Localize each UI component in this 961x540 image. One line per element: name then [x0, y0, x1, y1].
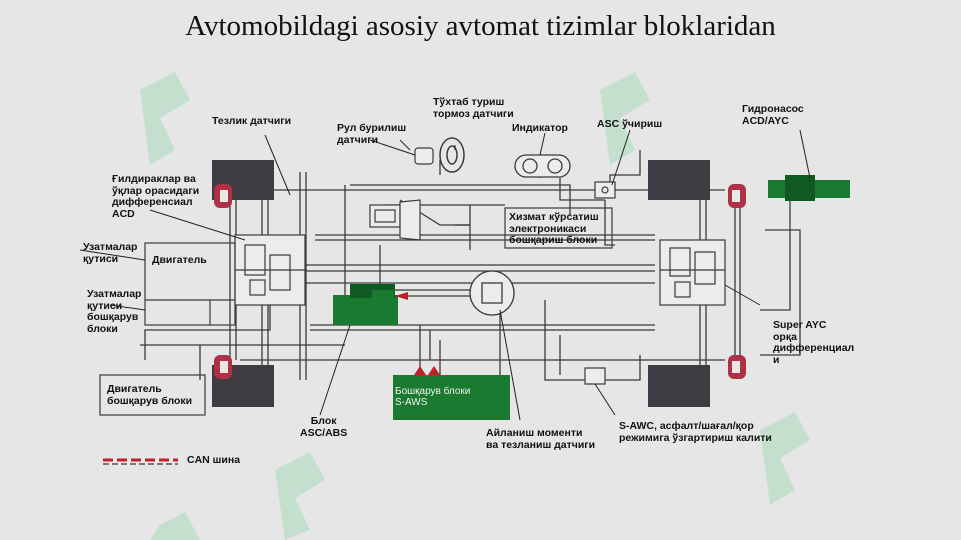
- asc-abs-label-line1: Блок: [310, 415, 337, 427]
- front-left-wheel: [212, 160, 274, 208]
- leader-lines: [79, 129, 811, 421]
- saws-control-unit: [393, 366, 510, 420]
- steering-sensor: [399, 139, 434, 165]
- acd-label-line2: ўқлар орасидаги: [112, 184, 200, 197]
- gearbox-control-label-line4: блоки: [87, 322, 118, 335]
- indicator-label: Индикатор: [512, 122, 568, 134]
- rear-right-wheel: [648, 355, 746, 407]
- front-right-wheel: [212, 355, 274, 407]
- yaw-sensor: [469, 270, 515, 316]
- saws-control-unit-label-line1: Бошқарув блоки: [395, 386, 471, 397]
- gearbox-label-line2: қутиси: [83, 252, 119, 265]
- saws-mode-switch: [584, 367, 606, 385]
- gearbox-control-label: Узатмалар қутиси бошқарув блоки: [87, 288, 142, 335]
- service-ecu-label-line2: электроникаси: [509, 222, 587, 235]
- saws-switch-label-line2: режимига ўзгартириш калити: [619, 431, 772, 444]
- service-ecu-label: Хизмат кўрсатиш электроникаси бошқариш б…: [509, 211, 599, 247]
- front-differential: [234, 234, 306, 306]
- hydraulic-pump-label: Гидронасос ACD/AYC: [742, 103, 804, 127]
- super-ayc-label-line1: Super AYC: [773, 319, 827, 331]
- service-ecu-box: [504, 207, 613, 249]
- brake-sensor-label-line1: Тўхтаб туриш: [433, 96, 505, 108]
- indicator: [514, 154, 571, 178]
- asc-abs-unit: [333, 284, 408, 325]
- saws-control-unit-label: Бошқарув блоки S-AWS: [395, 386, 513, 408]
- brake-sensor-label: Тўхтаб туриш тормоз датчиги: [433, 96, 514, 120]
- hydraulic-pump-label-line2: ACD/AYC: [742, 114, 789, 127]
- acd-label-line3: дифференсиал: [112, 196, 193, 208]
- saws-switch-label-line1: S-AWC, асфалт/шағал/қор: [619, 420, 754, 432]
- speed-sensor-label: Тезлик датчиги: [212, 115, 292, 127]
- engine-control-label-line1: Двигатель: [107, 383, 162, 395]
- steering-sensor-label-line1: Рул бурилиш: [337, 122, 407, 134]
- super-ayc-label-line2: орқа: [773, 330, 797, 343]
- page-title: Avtomobildagi asosiy avtomat tizimlar bl…: [185, 10, 776, 42]
- asc-switch: [594, 181, 616, 199]
- super-ayc-label-line4: и: [773, 353, 780, 366]
- service-ecu-label-line3: бошқариш блоки: [509, 234, 598, 246]
- steering-sensor-label: Рул бурилиш датчиги: [337, 122, 407, 146]
- saws-control-unit-label-line2: S-AWS: [395, 397, 428, 408]
- yaw-sensor-label-line2: ва тезланиш датчиги: [486, 438, 596, 451]
- gearbox-control-label-line2: қутиси: [87, 299, 123, 312]
- brake-sensor: [439, 137, 465, 173]
- super-ayc-label-line3: дифференциал: [773, 342, 855, 354]
- hydraulic-pump: [768, 175, 850, 201]
- hydraulic-pump-label-line1: Гидронасос: [742, 103, 804, 115]
- rear-left-wheel: [648, 160, 746, 208]
- can-bus-label: CAN шина: [187, 454, 241, 466]
- engine-ecu-box: [99, 374, 206, 416]
- yaw-sensor-label: Айланиш моменти ва тезланиш датчиги: [486, 427, 596, 451]
- gearbox-label-line1: Узатмалар: [83, 241, 138, 253]
- steering-sensor-label-line2: датчиги: [337, 133, 379, 146]
- acd-label: Ғилдираклар ва ўқлар орасидаги дифференс…: [112, 173, 200, 220]
- brake-booster: [369, 199, 421, 241]
- saws-switch-label: S-AWC, асфалт/шағал/қор режимига ўзгарти…: [619, 420, 772, 444]
- engine-control-label: Двигатель бошқарув блоки: [107, 383, 193, 407]
- engine-label: Двигатель: [152, 254, 207, 266]
- gearbox-label: Узатмалар қутиси: [83, 241, 138, 265]
- brake-sensor-label-line2: тормоз датчиги: [433, 107, 514, 120]
- super-ayc-label: Super AYC орқа дифференциал и: [773, 319, 855, 366]
- asc-switch-label: ASC ўчириш: [597, 118, 663, 130]
- can-bus-legend: [103, 458, 178, 465]
- engine-block: [144, 242, 236, 326]
- asc-abs-label-line2: ASC/ABS: [300, 426, 348, 439]
- yaw-sensor-label-line1: Айланиш моменти: [486, 427, 583, 439]
- gearbox-control-label-line1: Узатмалар: [87, 288, 142, 300]
- acd-label-line4: ACD: [112, 207, 135, 220]
- service-ecu-label-line1: Хизмат кўрсатиш: [509, 211, 599, 223]
- rear-differential: [659, 239, 726, 306]
- watermark: [140, 72, 810, 540]
- acd-label-line1: Ғилдираклар ва: [112, 173, 196, 185]
- engine-control-label-line2: бошқарув блоки: [107, 394, 193, 407]
- asc-abs-label: Блок ASC/ABS: [300, 415, 348, 439]
- gearbox-control-label-line3: бошқарув: [87, 311, 139, 323]
